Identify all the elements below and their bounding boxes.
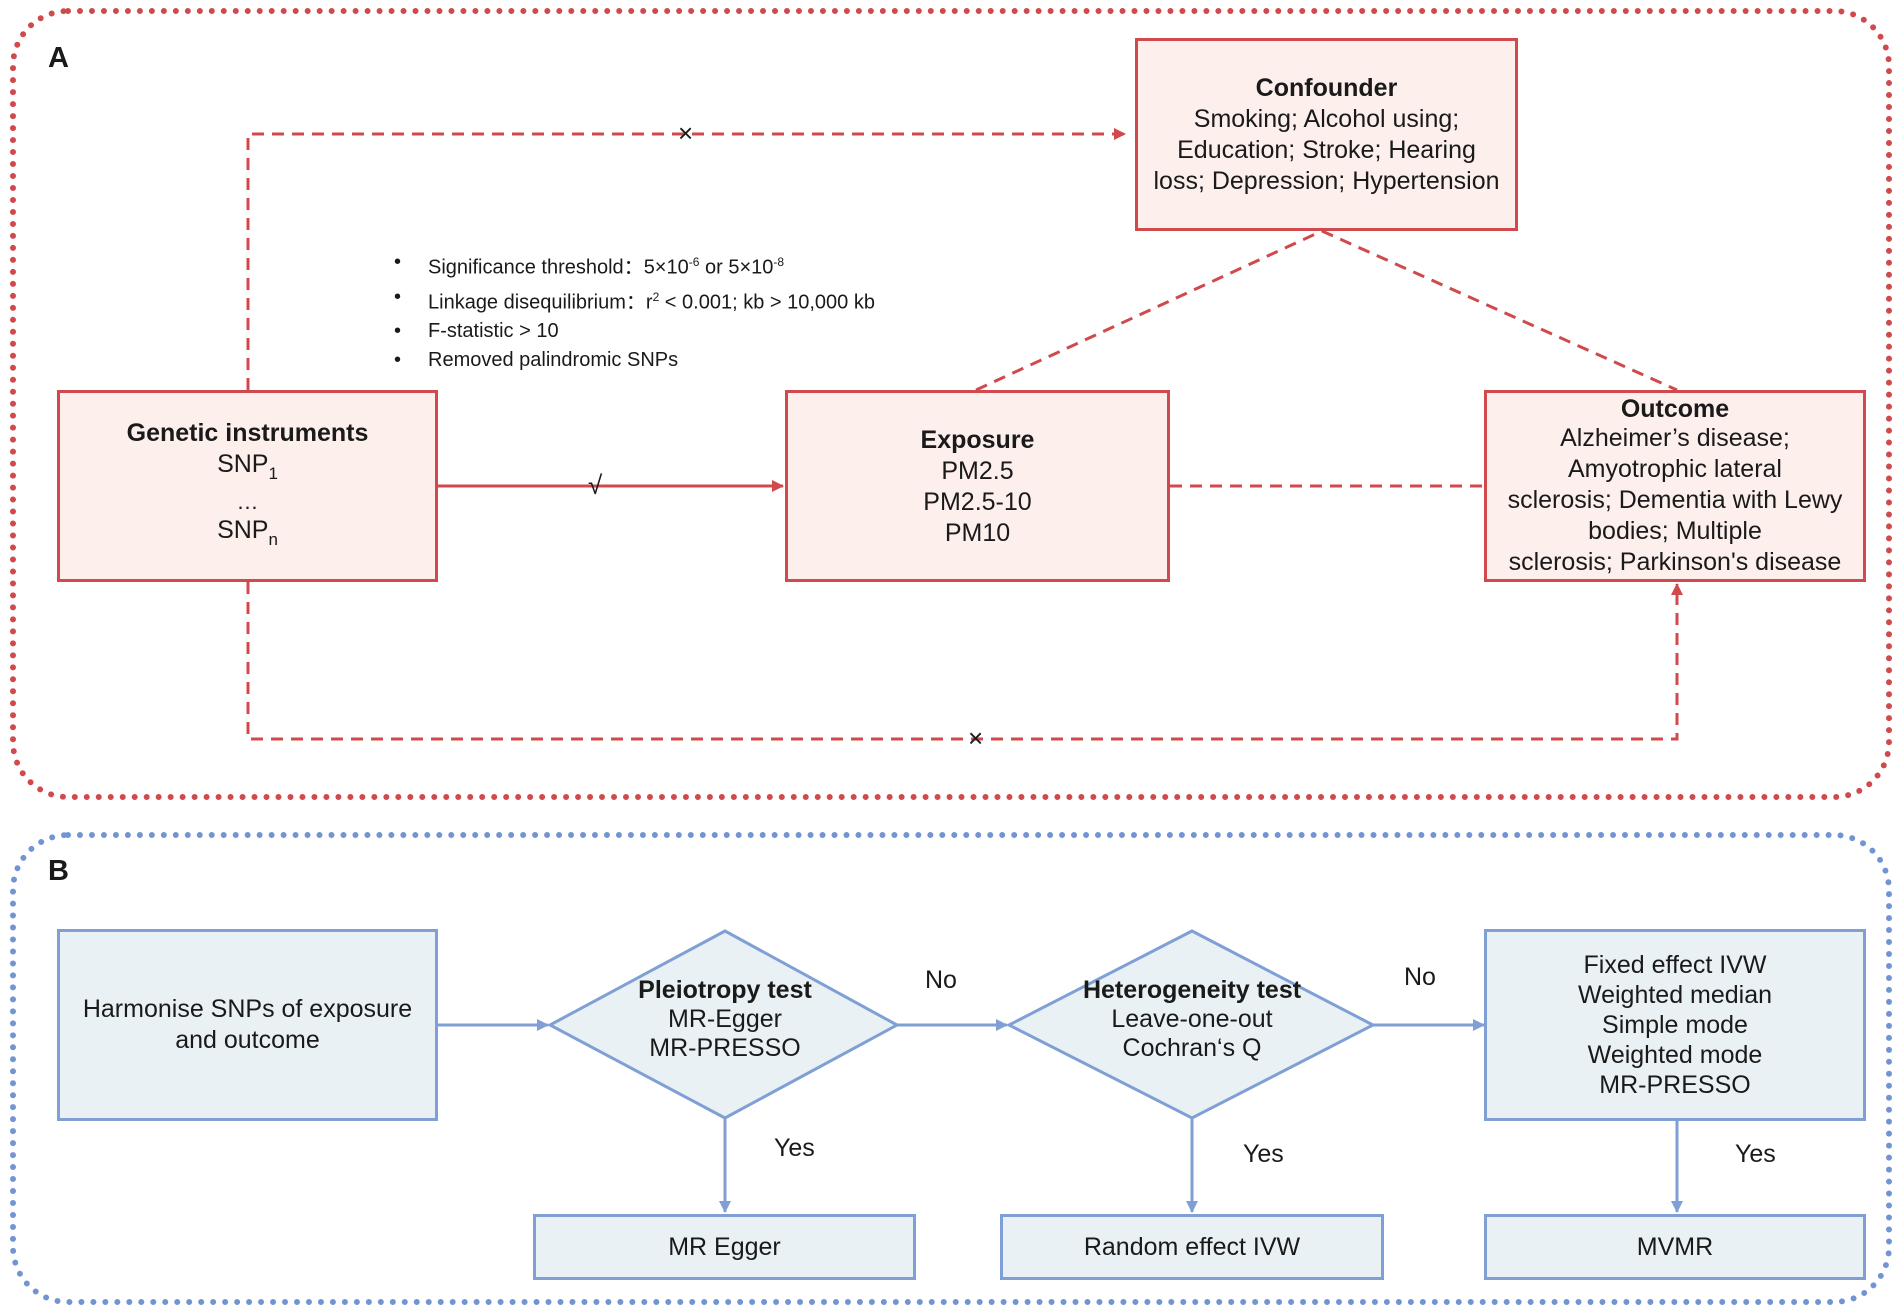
criteria-exponent: -6 [688, 255, 700, 269]
mvmr-label: MVMR [1636, 1232, 1714, 1261]
heterogeneity-line: Leave-one-out [1111, 1005, 1273, 1033]
edge-label-yes: Yes [1735, 1140, 1776, 1168]
snp-last-subscript: n [268, 530, 278, 549]
pleiotropy-title: Pleiotropy test [638, 976, 812, 1004]
pleiotropy-line: MR-Egger [668, 1005, 782, 1033]
snp-ellipsis: … [236, 489, 259, 514]
snp-first-label: SNP [217, 450, 269, 478]
heterogeneity-test-text: Heterogeneity test Leave-one-out Cochran… [1062, 975, 1322, 1063]
edge-label-no: No [925, 966, 957, 994]
snp-first-subscript: 1 [268, 464, 278, 483]
outcome-line: Amyotrophic lateral [1568, 454, 1782, 483]
outcome-line: sclerosis; Parkinson's disease [1508, 547, 1842, 576]
criteria-item: F-statistic > 10 [388, 317, 875, 346]
confounder-title: Confounder [1255, 74, 1398, 102]
exposure-line: PM2.5 [941, 456, 1014, 485]
methods-line: Weighted median [1577, 981, 1773, 1009]
panel-b-frame [10, 832, 1892, 1305]
mr-egger-box: MR Egger [533, 1214, 916, 1280]
invalid-cross-mark: × [678, 118, 694, 148]
outcome-title: Outcome [1620, 394, 1730, 423]
outcome-line: Alzheimer’s disease; [1560, 423, 1790, 452]
mr-egger-label: MR Egger [668, 1232, 781, 1261]
edge-label-yes: Yes [774, 1134, 815, 1162]
criteria-value: r [645, 291, 653, 314]
random-effect-label: Random effect IVW [1083, 1232, 1301, 1261]
pleiotropy-line: MR-PRESSO [649, 1034, 801, 1062]
criteria-label: Linkage disequilibrium： [428, 291, 646, 314]
snp-first: SNP1 [217, 449, 278, 489]
edge-label-yes: Yes [1243, 1140, 1284, 1168]
edge-exposure-to-confounder [975, 229, 1323, 392]
invalid-cross-mark: × [968, 723, 984, 753]
pleiotropy-test-text: Pleiotropy test MR-Egger MR-PRESSO [600, 975, 850, 1063]
edge-confounder-to-outcome [1321, 229, 1678, 392]
criteria-exponent: 2 [652, 289, 660, 304]
confounder-line: Education; Stroke; Hearing [1177, 136, 1476, 164]
criteria-label: Significance threshold： [428, 256, 644, 279]
criteria-label: F-statistic > 10 [428, 320, 559, 343]
criteria-label: Removed palindromic SNPs [428, 349, 679, 372]
criteria-value: < 0.001; kb > 10,000 kb [659, 291, 875, 314]
criteria-item: Removed palindromic SNPs [388, 346, 875, 375]
methods-line: Fixed effect IVW [1583, 951, 1767, 979]
edge-genetic-to-outcome [246, 582, 1683, 741]
instrument-selection-criteria: Significance threshold：5×10-6 or 5×10-8 … [388, 248, 875, 375]
confounder-line: Smoking; Alcohol using; [1193, 105, 1460, 133]
panel-b-letter: B [48, 855, 69, 887]
outcome-line: sclerosis; Dementia with Lewy [1507, 485, 1843, 514]
harmonise-line: Harmonise SNPs of exposure [82, 995, 413, 1023]
exposure-line: PM2.5-10 [923, 487, 1032, 516]
heterogeneity-title: Heterogeneity test [1082, 976, 1302, 1004]
outcome-box: Outcome Alzheimer’s disease; Amyotrophic… [1484, 390, 1866, 582]
panel-a-frame [10, 8, 1892, 800]
methods-line: Weighted mode [1587, 1041, 1763, 1069]
genetic-instruments-title: Genetic instruments [126, 419, 369, 447]
outcome-line: bodies; Multiple [1588, 516, 1762, 545]
snp-last-label: SNP [217, 516, 269, 544]
snp-last: SNPn [217, 515, 278, 555]
methods-line: Simple mode [1602, 1011, 1748, 1039]
harmonise-line: and outcome [175, 1026, 320, 1054]
harmonise-box: Harmonise SNPs of exposure and outcome [57, 929, 438, 1121]
mr-methods-box: Fixed effect IVW Weighted median Simple … [1484, 929, 1866, 1121]
confounder-box: Confounder Smoking; Alcohol using; Educa… [1135, 38, 1518, 231]
criteria-value: or 5×10 [699, 256, 774, 279]
exposure-title: Exposure [920, 425, 1035, 454]
edge-genetic-to-confounder [246, 128, 1126, 390]
criteria-item: Significance threshold：5×10-6 or 5×10-8 [388, 248, 875, 283]
exposure-line: PM10 [944, 518, 1011, 547]
exposure-box: Exposure PM2.5 PM2.5-10 PM10 [785, 390, 1170, 582]
heterogeneity-line: Cochran‘s Q [1122, 1034, 1262, 1062]
genetic-instruments-box: Genetic instruments SNP1 … SNPn [57, 390, 438, 582]
methods-line: MR-PRESSO [1599, 1071, 1751, 1099]
criteria-item: Linkage disequilibrium：r2 < 0.001; kb > … [388, 283, 875, 318]
confounder-line: loss; Depression; Hypertension [1153, 167, 1500, 195]
random-effect-box: Random effect IVW [1000, 1214, 1384, 1280]
valid-check-mark: √ [588, 470, 603, 500]
panel-a-letter: A [48, 42, 69, 74]
criteria-value: 5×10 [643, 256, 689, 279]
criteria-exponent: -8 [773, 255, 785, 269]
mvmr-box: MVMR [1484, 1214, 1866, 1280]
edge-label-no: No [1404, 963, 1436, 991]
